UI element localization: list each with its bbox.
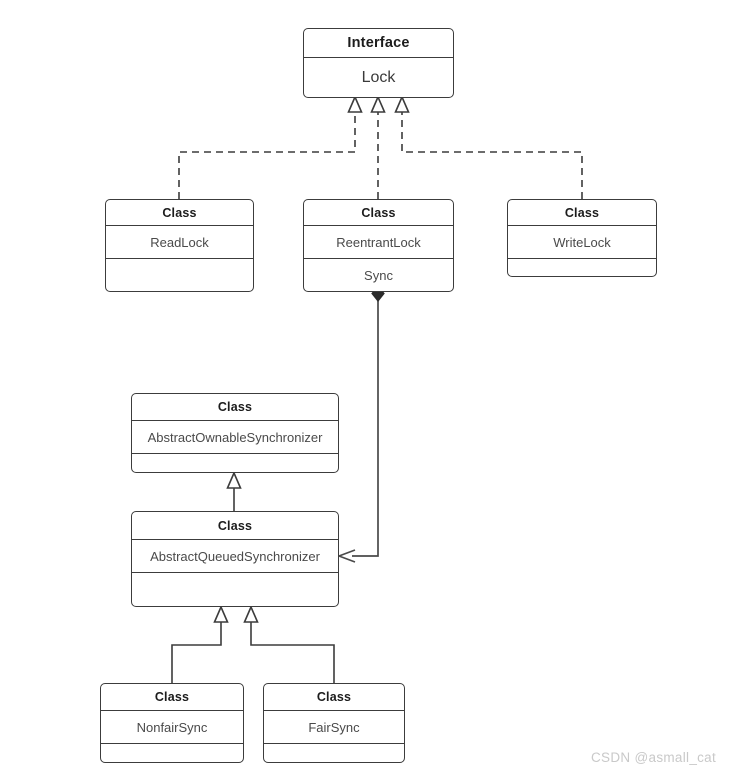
uml-node-lock[interactable]: Interface Lock (303, 28, 454, 98)
uml-node-aqs-name: AbstractQueuedSynchronizer (132, 539, 338, 572)
edge-readlock-implements-lock (178, 94, 363, 199)
uml-node-nonfairsync-name: NonfairSync (101, 710, 243, 743)
uml-node-nonfairsync-stereotype: Class (101, 684, 243, 710)
entity-name-label: Lock (361, 68, 396, 86)
entity-name-label: NonfairSync (136, 719, 208, 735)
uml-node-readlock-name: ReadLock (106, 225, 253, 258)
uml-node-lock-name: Lock (304, 57, 453, 97)
uml-node-reentrantlock-name: ReentrantLock (304, 225, 453, 258)
stereotype-label: Class (162, 205, 197, 220)
edge-writelock-implements-lock (394, 94, 583, 199)
uml-node-writelock-stereotype: Class (508, 200, 656, 225)
uml-node-fairsync-stereotype: Class (264, 684, 404, 710)
uml-node-abstract-queued-synchronizer[interactable]: Class AbstractQueuedSynchronizer (131, 511, 339, 607)
uml-node-readlock-stereotype: Class (106, 200, 253, 225)
entity-name-label: ReentrantLock (336, 234, 421, 250)
member-label: Sync (364, 267, 393, 283)
stereotype-label: Class (154, 690, 190, 704)
uml-node-nonfairsync-members (101, 743, 243, 762)
stereotype-label: Interface (347, 35, 410, 52)
stereotype-label: Class (564, 205, 600, 220)
uml-node-aos-name: AbstractOwnableSynchronizer (132, 420, 338, 453)
uml-node-reentrantlock-stereotype: Class (304, 200, 453, 225)
uml-node-readlock[interactable]: Class ReadLock (105, 199, 254, 292)
uml-node-aqs-members (132, 572, 338, 606)
edge-reentrantlock-composes-aqs (338, 285, 385, 563)
stereotype-label: Class (361, 205, 396, 220)
uml-node-writelock-members (508, 258, 656, 276)
uml-node-nonfair-sync[interactable]: Class NonfairSync (100, 683, 244, 763)
uml-node-reentrantlock-members: Sync (304, 258, 453, 291)
edge-aqs-extends-aos (226, 470, 242, 511)
uml-node-fair-sync[interactable]: Class FairSync (263, 683, 405, 763)
stereotype-label: Class (316, 690, 352, 704)
stereotype-label: Class (217, 400, 253, 414)
uml-node-writelock[interactable]: Class WriteLock (507, 199, 657, 277)
edge-reentrantlock-implements-lock (370, 94, 386, 199)
entity-name-label: ReadLock (150, 234, 209, 250)
entity-name-label: FairSync (308, 719, 360, 735)
uml-node-writelock-name: WriteLock (508, 225, 656, 258)
uml-node-readlock-members (106, 258, 253, 291)
uml-node-abstract-ownable-synchronizer[interactable]: Class AbstractOwnableSynchronizer (131, 393, 339, 473)
stereotype-label: Class (217, 518, 253, 533)
watermark-label: CSDN @asmall_cat (591, 750, 717, 765)
uml-node-aos-members (132, 453, 338, 472)
entity-name-label: AbstractOwnableSynchronizer (147, 429, 323, 445)
entity-name-label: WriteLock (553, 234, 611, 250)
uml-node-reentrantlock[interactable]: Class ReentrantLock Sync (303, 199, 454, 292)
uml-node-aos-stereotype: Class (132, 394, 338, 420)
uml-node-fairsync-name: FairSync (264, 710, 404, 743)
uml-node-aqs-stereotype: Class (132, 512, 338, 539)
edge-nonfairsync-extends-aqs (171, 604, 229, 683)
entity-name-label: AbstractQueuedSynchronizer (150, 548, 320, 564)
uml-node-lock-stereotype: Interface (304, 29, 453, 57)
edge-fairsync-extends-aqs (243, 604, 335, 683)
uml-node-fairsync-members (264, 743, 404, 762)
